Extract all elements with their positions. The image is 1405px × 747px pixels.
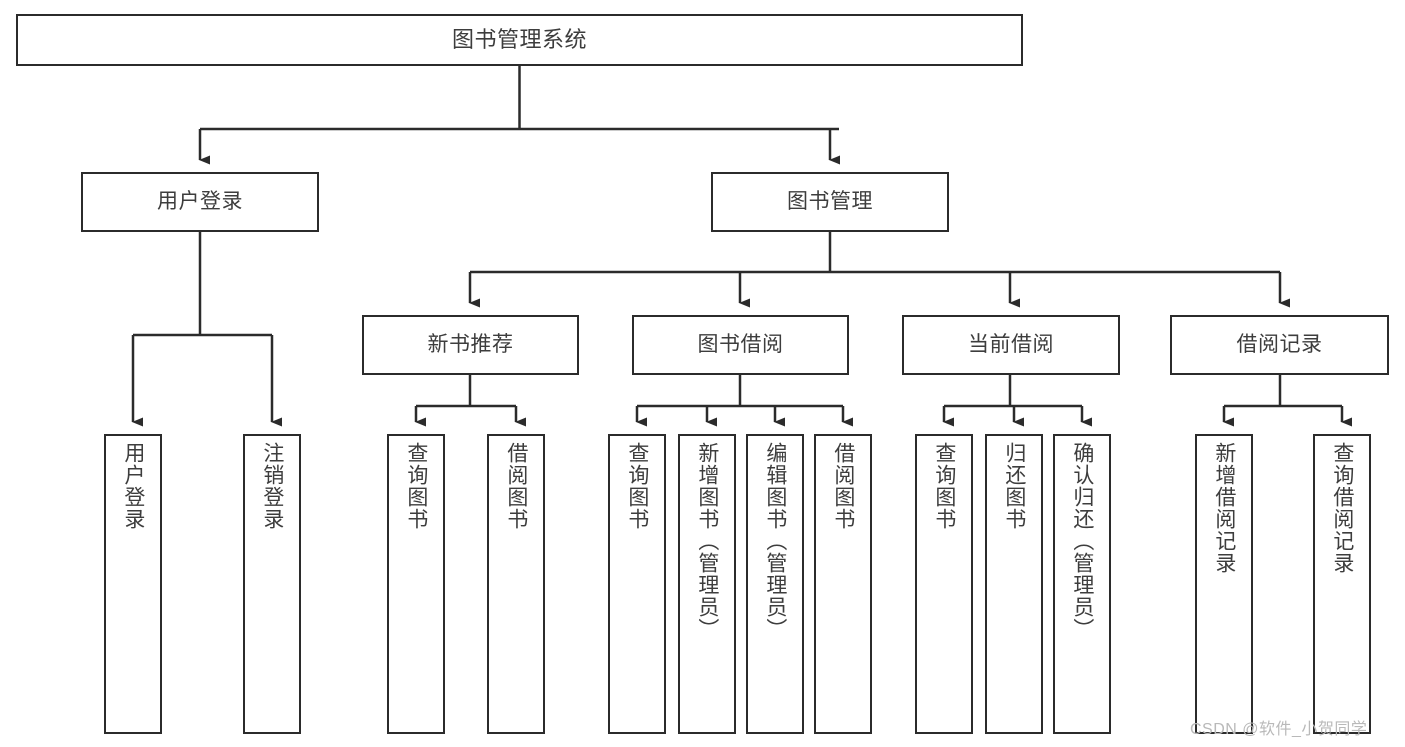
node-leaf-query-book-borrow-label: 查询图书 [625,442,649,530]
node-leaf-add-book-label: 新增图书（管理员） [695,442,719,640]
edge-newbook-to-leaves [414,375,526,427]
node-book-borrow[interactable]: 图书借阅 [632,315,849,375]
node-leaf-add-record-label: 新增借阅记录 [1212,442,1236,574]
node-leaf-borrow-book-rec[interactable]: 借阅图书 [487,434,545,734]
node-leaf-logout[interactable]: 注销登录 [243,434,301,734]
node-leaf-user-login-label: 用户登录 [121,442,145,530]
edge-borrowrecord-to-leaves [1222,375,1352,427]
node-user-login-label: 用户登录 [157,189,243,213]
edge-root-to-level2 [198,66,840,165]
node-leaf-confirm-return-label: 确认归还（管理员） [1070,442,1094,640]
node-leaf-query-book-cur-label: 查询图书 [932,442,956,530]
node-book-borrow-label: 图书借阅 [697,332,784,356]
node-leaf-confirm-return[interactable]: 确认归还（管理员） [1053,434,1111,734]
node-root-label: 图书管理系统 [451,27,587,53]
node-leaf-query-record[interactable]: 查询借阅记录 [1313,434,1371,734]
node-leaf-query-book-borrow[interactable]: 查询图书 [608,434,666,734]
node-leaf-query-book-cur[interactable]: 查询图书 [915,434,973,734]
node-leaf-borrow-book-rec-label: 借阅图书 [504,442,528,530]
node-borrow-record[interactable]: 借阅记录 [1170,315,1389,375]
edge-bookmanage-to-level3 [468,232,1290,308]
node-leaf-add-record[interactable]: 新增借阅记录 [1195,434,1253,734]
node-leaf-query-book-rec[interactable]: 查询图书 [387,434,445,734]
node-leaf-edit-book[interactable]: 编辑图书（管理员） [746,434,804,734]
edge-bookborrow-to-leaves [635,375,853,427]
node-leaf-user-login[interactable]: 用户登录 [104,434,162,734]
node-current-borrow[interactable]: 当前借阅 [902,315,1120,375]
node-book-manage[interactable]: 图书管理 [711,172,949,232]
edge-currentborrow-to-leaves [942,375,1092,427]
node-leaf-borrow-book[interactable]: 借阅图书 [814,434,872,734]
node-leaf-edit-book-label: 编辑图书（管理员） [763,442,787,640]
node-leaf-query-record-label: 查询借阅记录 [1330,442,1354,574]
node-user-login[interactable]: 用户登录 [81,172,319,232]
node-leaf-logout-label: 注销登录 [260,442,284,530]
node-book-manage-label: 图书管理 [787,189,873,213]
node-leaf-borrow-book-label: 借阅图书 [831,442,855,530]
node-new-book-rec-label: 新书推荐 [427,332,514,356]
node-leaf-return-book[interactable]: 归还图书 [985,434,1043,734]
node-root[interactable]: 图书管理系统 [16,14,1023,66]
node-leaf-add-book[interactable]: 新增图书（管理员） [678,434,736,734]
node-borrow-record-label: 借阅记录 [1236,332,1323,356]
node-current-borrow-label: 当前借阅 [968,332,1054,356]
node-new-book-rec[interactable]: 新书推荐 [362,315,579,375]
csdn-watermark: CSDN @软件_小贺同学 [1190,721,1368,738]
edge-userlogin-to-leaves [131,232,282,427]
node-leaf-return-book-label: 归还图书 [1002,442,1026,530]
node-leaf-query-book-rec-label: 查询图书 [404,442,428,530]
